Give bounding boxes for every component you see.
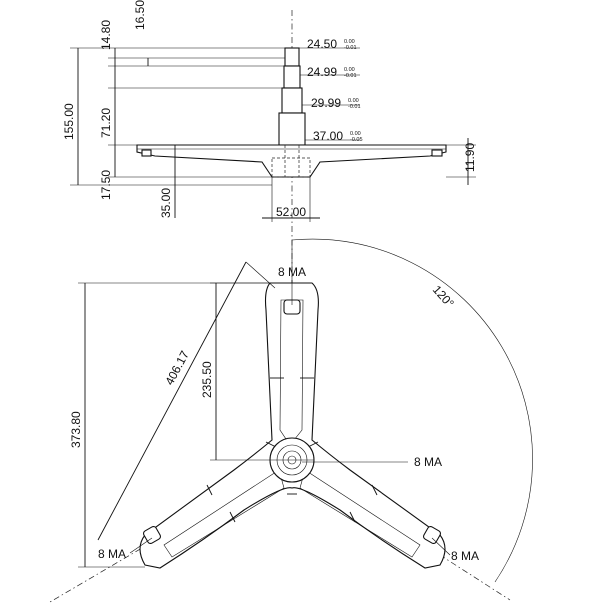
dim-line-406-17 <box>97 261 247 541</box>
svg-text:0.00: 0.00 <box>344 39 355 45</box>
leader-8ma-left <box>129 537 153 554</box>
thread-label-center: 8 MA <box>414 455 442 469</box>
arm-right-boss <box>431 149 443 157</box>
dim-label-17-50: 17.50 <box>99 170 113 200</box>
svg-text:0.00: 0.00 <box>348 98 359 104</box>
rib-mark-6 <box>371 484 378 496</box>
rib-mark-7 <box>229 511 236 523</box>
dim-label-14-80: 14.80 <box>99 20 113 50</box>
dim-right-29-99: 29.99 0.00 -0.01 <box>311 96 361 110</box>
thread-label-left: 8 MA <box>98 547 126 561</box>
dim-right-24-50: 24.50 0.00 -0.01 <box>307 37 357 51</box>
dim-right-37-00: 37.00 0.00 -0.05 <box>313 129 363 143</box>
dim-label-16-50: 16.50 <box>133 0 147 30</box>
angle-label-120: 120° <box>430 283 457 311</box>
svg-text:24.50: 24.50 <box>307 37 337 51</box>
side-view: 14.80 16.50 155.00 71.20 17.50 35.00 24.… <box>62 0 477 300</box>
shaft-lower <box>278 112 306 146</box>
top-view: 373.80 235.50 406.17 120° 8 MA 8 MA 8 MA… <box>49 238 533 603</box>
angle-arc-120 <box>291 238 533 583</box>
dim-label-52-00: 52.00 <box>276 205 306 219</box>
dim-right-24-99: 24.99 0.00 -0.01 <box>307 65 357 79</box>
leader-8ma-right <box>431 537 451 556</box>
dim-label-35-00: 35.00 <box>159 188 173 218</box>
shaft-middle <box>281 87 303 114</box>
dim-label-235-50: 235.50 <box>200 361 214 398</box>
svg-text:29.99: 29.99 <box>311 96 341 110</box>
svg-text:-0.05: -0.05 <box>350 137 363 143</box>
right-arm-boss <box>422 525 442 545</box>
right-arm-recess <box>299 469 421 558</box>
rib-mark-5 <box>206 484 213 496</box>
left-arm-recess <box>163 469 285 558</box>
rib-mark-8 <box>349 511 356 523</box>
spider-arm-profile <box>136 144 447 178</box>
svg-text:24.99: 24.99 <box>307 65 337 79</box>
dim-label-71-20: 71.20 <box>99 108 113 138</box>
svg-text:-0.01: -0.01 <box>344 73 357 79</box>
thread-label-top: 8 MA <box>278 265 306 279</box>
left-arm-boss <box>142 525 162 545</box>
svg-text:37.00: 37.00 <box>313 129 343 143</box>
top-arm-recess <box>279 299 304 446</box>
dim-label-373-80: 373.80 <box>69 411 83 448</box>
shaft-upper <box>283 65 301 89</box>
svg-text:0.00: 0.00 <box>350 131 361 137</box>
svg-text:-0.01: -0.01 <box>344 45 357 51</box>
dim-label-11-90: 11.90 <box>463 143 477 172</box>
thread-label-right: 8 MA <box>451 549 479 563</box>
spider-outline <box>139 282 446 569</box>
arm-left-boss <box>141 149 152 157</box>
dim-label-155-00: 155.00 <box>62 103 76 140</box>
shaft-tip <box>284 47 300 67</box>
hub-hidden-outline <box>271 157 311 178</box>
svg-text:0.00: 0.00 <box>344 67 355 73</box>
ext-406-top <box>245 261 276 289</box>
dim-label-406-17: 406.17 <box>162 348 192 387</box>
svg-text:-0.01: -0.01 <box>348 104 361 110</box>
